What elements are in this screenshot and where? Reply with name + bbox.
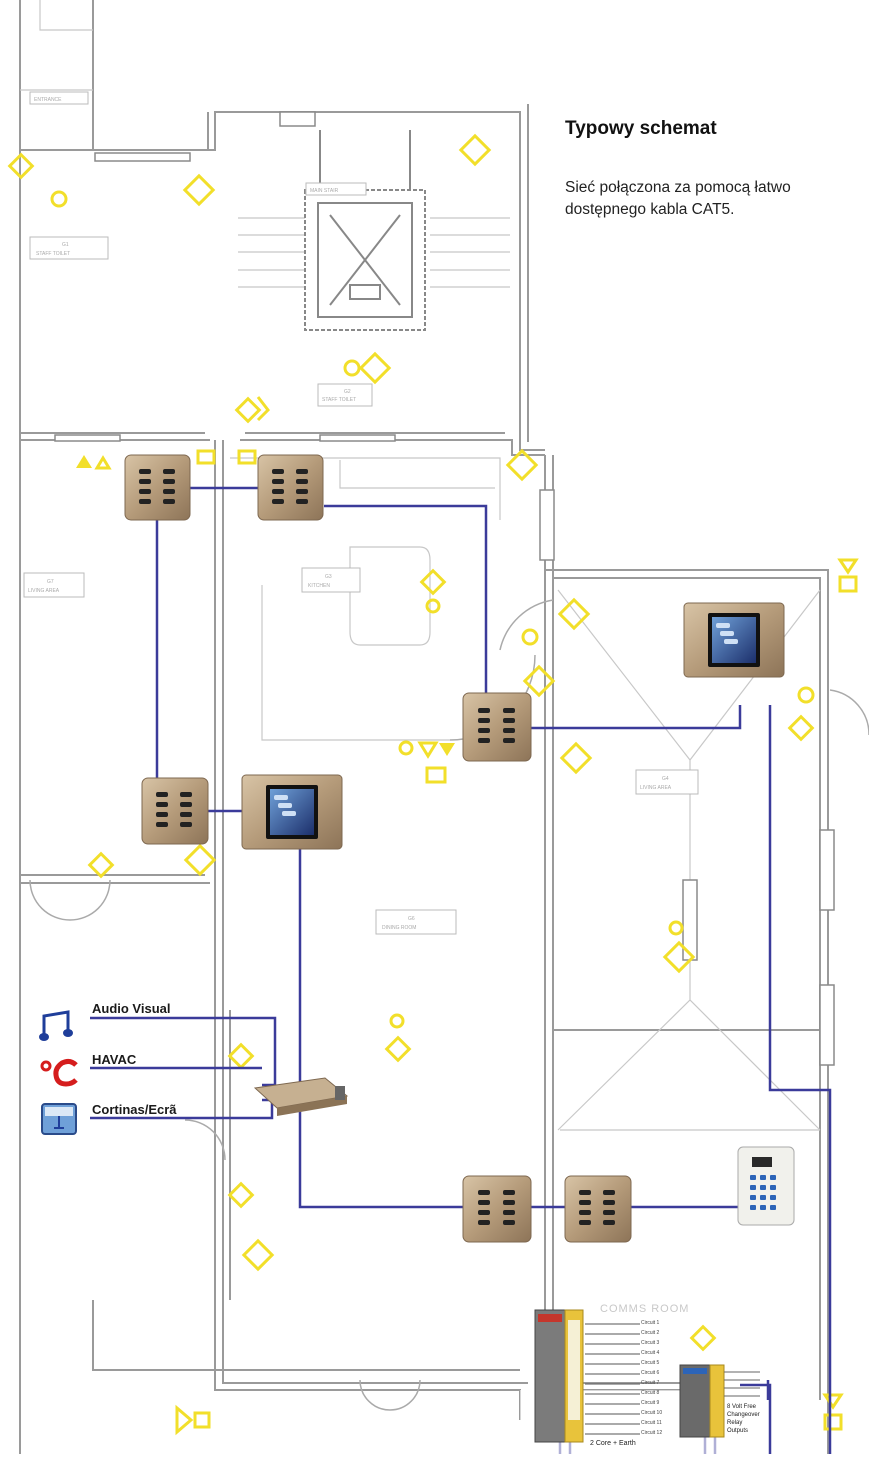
relay-label-line: Outputs	[727, 1428, 749, 1434]
circuit-label: Circuit 3	[641, 1340, 660, 1346]
legend-label-audio-visual: Audio Visual	[92, 1001, 171, 1016]
security-panel	[737, 1146, 795, 1226]
circuit-label: Circuit 12	[641, 1430, 663, 1436]
svg-text:ENTRANCE: ENTRANCE	[34, 97, 62, 103]
keypad-device	[124, 454, 191, 521]
touchscreens	[241, 602, 785, 850]
svg-text:STAFF TOILET: STAFF TOILET	[36, 251, 70, 257]
diagram-description: Sieć połączona za pomocą łatwo dostępneg…	[565, 179, 791, 218]
windows	[54, 111, 835, 1066]
touchscreen-device	[683, 602, 785, 678]
music-note-icon	[39, 1010, 73, 1041]
svg-text:STAFF TOILET: STAFF TOILET	[322, 397, 356, 403]
keypad-device	[564, 1175, 632, 1243]
relay-label-line: 8 Volt Free	[727, 1404, 757, 1410]
room-tags	[23, 91, 699, 935]
interface-module	[253, 1077, 349, 1116]
svg-text:LIVING AREA: LIVING AREA	[640, 785, 672, 791]
comms-room	[520, 1309, 760, 1454]
yellow-filled-symbols	[76, 455, 455, 756]
circuit-label: Circuit 1	[641, 1320, 660, 1326]
svg-text:G4: G4	[662, 776, 669, 782]
svg-text:G6: G6	[408, 916, 415, 922]
touchscreen-device	[241, 774, 343, 850]
legend-label-havac: HAVAC	[92, 1052, 137, 1067]
circuit-label: Circuit 4	[641, 1350, 660, 1356]
thin-lines	[20, 0, 821, 1131]
cable-label: 2 Core + Earth	[590, 1440, 636, 1447]
svg-text:DINING ROOM: DINING ROOM	[382, 925, 416, 931]
svg-text:MAIN STAIR: MAIN STAIR	[310, 188, 339, 194]
stair-lift	[304, 130, 426, 331]
relay-label-line: Changeover	[727, 1412, 760, 1418]
svg-text:G1: G1	[62, 242, 69, 248]
keypad-device	[462, 1175, 532, 1243]
circuit-label: Circuit 6	[641, 1370, 660, 1376]
keypad-device	[257, 454, 324, 521]
svg-text:G3: G3	[325, 574, 332, 580]
circuit-label: Circuit 10	[641, 1410, 663, 1416]
relay-label: 8 Volt Free Changeover Relay Outputs	[727, 1403, 760, 1435]
relay-label-line: Relay	[727, 1420, 743, 1426]
comms-room-label: COMMS ROOM	[600, 1303, 690, 1315]
circuit-label: Circuit 5	[641, 1360, 660, 1366]
svg-text:LIVING AREA: LIVING AREA	[28, 588, 60, 594]
svg-text:KITCHEN: KITCHEN	[308, 583, 330, 589]
circuit-label: Circuit 9	[641, 1400, 660, 1406]
circuit-label: Circuit 11	[641, 1420, 662, 1426]
diagram-title: Typowy schemat	[565, 118, 717, 139]
keypad-device	[462, 692, 532, 762]
yellow-symbols	[7, 133, 859, 1436]
circuit-lines	[585, 1323, 640, 1435]
circuit-label: Circuit 7	[641, 1380, 660, 1386]
circuit-label: Circuit 2	[641, 1330, 660, 1336]
svg-text:G2: G2	[344, 389, 351, 395]
svg-text:G7: G7	[47, 579, 54, 585]
blinds-screen-icon	[41, 1103, 77, 1135]
circuit-label: Circuit 8	[641, 1390, 660, 1396]
legend-label-blinds: Cortinas/Ecrã	[92, 1102, 177, 1117]
keypad-device	[141, 777, 209, 845]
relay-module	[679, 1364, 760, 1438]
degrees-celsius-icon	[40, 1058, 78, 1087]
plan-tag-texts: ENTRANCE G1 STAFF TOILET G2 STAFF TOILET…	[28, 97, 672, 931]
keypads	[124, 454, 632, 1243]
dimmer-rack	[534, 1309, 584, 1443]
